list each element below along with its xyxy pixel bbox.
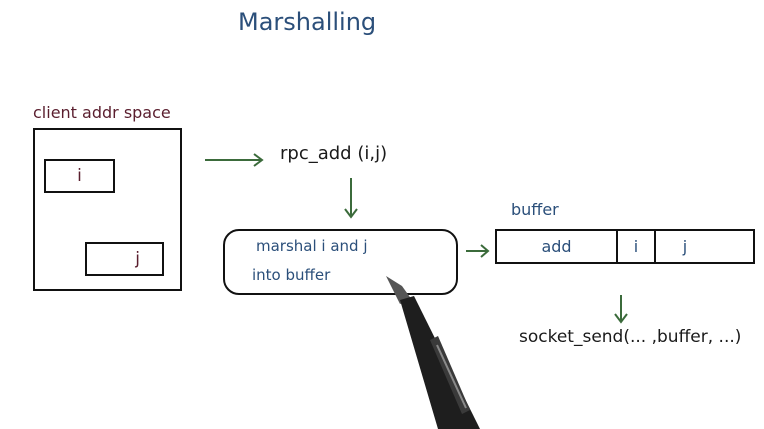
buffer-cell-add: add	[497, 231, 618, 262]
arrow-client-to-rpc	[205, 153, 264, 167]
client-addr-space-label: client addr space	[33, 103, 171, 122]
buffer-box: add i j	[495, 229, 755, 264]
marshal-step-line1: marshal i and j	[256, 237, 368, 255]
variable-i-box: i	[44, 159, 115, 193]
page-title: Marshalling	[238, 8, 377, 36]
socket-send-call: socket_send(... ,buffer, ...)	[519, 327, 742, 347]
arrow-marshal-to-buffer	[466, 244, 490, 258]
variable-j-box: j	[85, 242, 164, 276]
client-addr-space-box: i j	[33, 128, 182, 291]
arrow-buffer-to-send	[614, 295, 628, 324]
rpc-call: rpc_add (i,j)	[280, 143, 388, 164]
buffer-label: buffer	[511, 200, 559, 219]
marshal-step-line2: into buffer	[252, 266, 331, 284]
buffer-cell-j: j	[682, 237, 688, 256]
variable-i: i	[77, 166, 82, 186]
arrow-rpc-to-marshal	[344, 178, 358, 219]
variable-j: j	[135, 249, 140, 269]
marshal-step-box: marshal i and j into buffer	[223, 229, 458, 295]
buffer-cell-i: i	[618, 231, 656, 262]
